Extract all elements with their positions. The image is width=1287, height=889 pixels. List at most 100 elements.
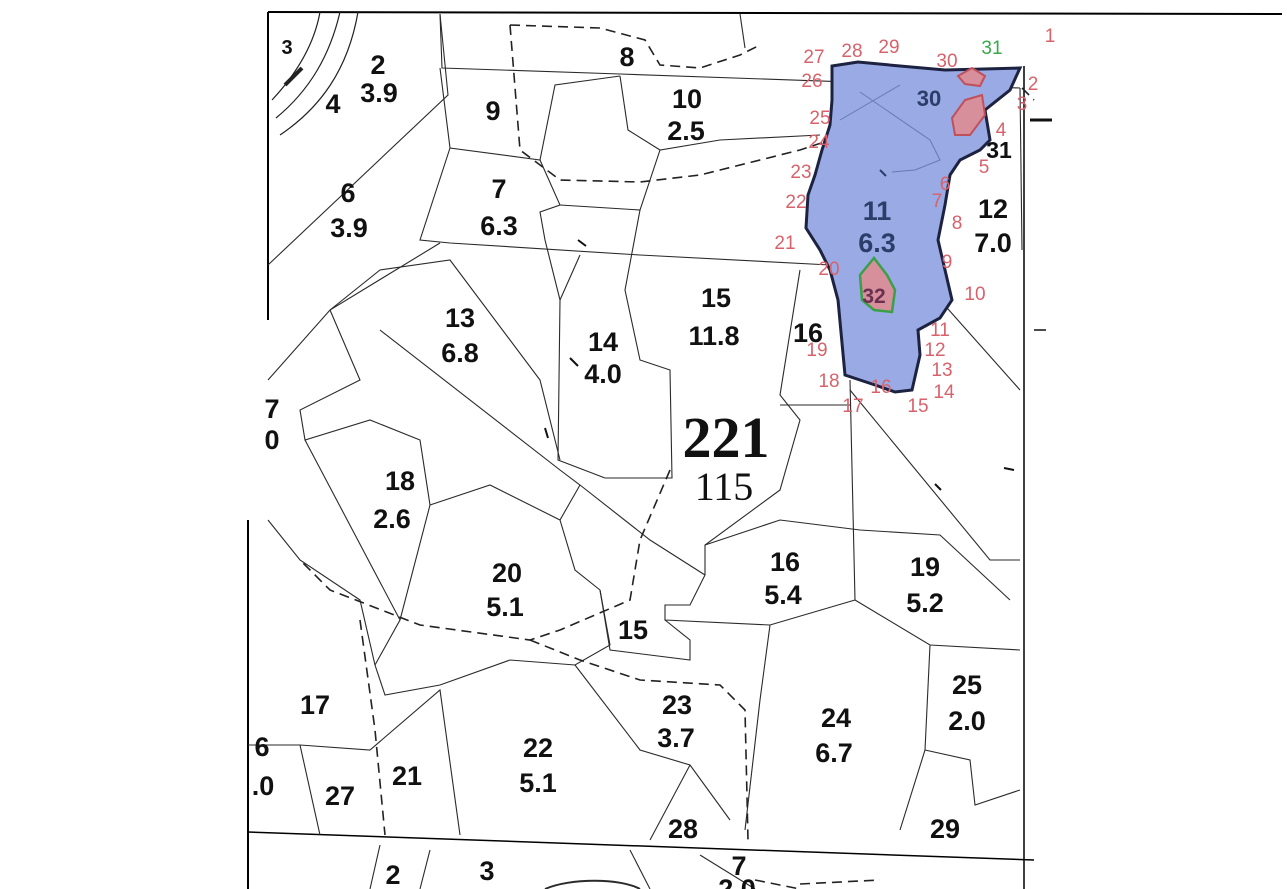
stand-boundary [544,239,606,479]
boundary-point-11: 11 [930,320,950,341]
stand-12-acres: 7.0 [974,228,1012,258]
boundary-point-1: 1 [1045,26,1056,47]
stand-16-number: 16 [793,318,823,348]
stand-18-number: 18 [385,466,415,496]
contour-lines [271,11,359,136]
tick-mark [1003,467,1015,471]
map-marks [544,118,1052,491]
boundary-point-27: 27 [803,47,824,68]
stand-2-number: 2 [370,50,385,80]
boundary-point-5: 5 [979,157,990,178]
stand-boundary [649,764,691,841]
harvest-inner-line [859,91,941,173]
edge-labels: 3 7 0 6 .0 2 3 7 2.0 [252,37,756,889]
stand-12-number: 12 [978,194,1008,224]
stand-boundary [704,519,1011,601]
stand-10-acres: 2.5 [667,116,705,146]
boundary-point-30: 30 [936,51,957,72]
stand-7-number: 7 [491,174,506,204]
edge-label-partial: 2.0 [718,874,756,889]
stand-boundary [559,254,581,301]
stand-boundary [429,484,581,521]
boundary-point-3: 3 [1017,94,1028,115]
stand-6-number: 6 [340,178,355,208]
stand-24-number: 24 [821,703,851,733]
stand-11-acres: 6.3 [858,228,896,258]
stand-8-number: 8 [619,42,634,72]
reserve-patch[interactable] [858,255,897,314]
stand-19-acres: 5.2 [906,588,944,618]
stand-boundary [419,849,431,889]
boundary-point-13: 13 [931,360,952,381]
dashed-road [1021,87,1035,101]
tick-mark [544,427,549,439]
edge-label-7: 7 [264,394,279,424]
boundary-point-2: 2 [1028,74,1039,95]
frame-top-line [267,11,1283,15]
boundary-point-31: 31 [981,38,1002,59]
stand-boundary [849,389,1020,561]
stand-9-number: 9 [485,96,500,126]
stand-boundaries [248,13,1023,889]
harvest-unit-polygon[interactable] [804,60,1023,394]
stand-16b-number: 16 [770,547,800,577]
stand-24-acres: 6.7 [815,738,853,768]
stand-19-number: 19 [910,552,940,582]
stand-boundary [599,589,691,661]
stand-boundary [619,75,821,151]
stand-31-number: 31 [986,137,1012,163]
stand-15b-number: 15 [618,615,648,645]
stand-boundary [329,259,561,461]
tick-mark [569,357,579,367]
stand-14-acres: 4.0 [584,359,622,389]
stand-32-number: 32 [862,285,885,308]
dashed-road [529,639,749,841]
stand-boundary [899,644,931,831]
compartment-label: 221 115 [683,405,770,509]
stand-boundary [739,13,746,49]
edge-label-0: 0 [264,425,279,455]
stand-boundary [629,849,651,889]
stand-boundary [379,329,706,576]
stand-boundary [439,67,621,161]
boundary-point-9: 9 [942,252,953,273]
stand-boundary [267,242,441,381]
stand-boundary [267,519,376,666]
boundary-point-26: 26 [801,71,822,92]
stand-boundary [304,439,401,621]
stand-17-number: 17 [300,690,330,720]
reserve-patch[interactable] [956,66,987,88]
stand-30-number: 30 [917,86,941,111]
stand-15-number: 15 [701,283,731,313]
stand-boundary [559,149,661,211]
stand-boundary [544,879,641,889]
boundary-point-12: 12 [924,340,945,361]
stand-boundary [419,147,831,266]
edge-label-7b: 7 [731,851,746,881]
stand-boundary [374,504,611,696]
contour-line [279,11,359,136]
boundary-point-7: 7 [932,191,943,212]
stand-23-acres: 3.7 [657,723,695,753]
stand-boundary [699,854,756,889]
contour-line [275,11,341,119]
dashed-road [799,879,881,885]
stand-6-acres: 3.9 [330,213,368,243]
boundary-point-15: 15 [907,396,928,417]
boundary-point-8: 8 [952,213,963,234]
stand-boundary [704,269,801,575]
dashed-road [754,879,801,889]
boundary-point-22: 22 [785,192,806,213]
edge-label-3: 3 [281,37,292,59]
stand-boundary [539,159,561,241]
stand-boundary [369,844,381,889]
stand-boundary [267,13,449,266]
stand-boundary [559,519,601,591]
boundary-point-24: 24 [808,132,830,153]
stand-29-number: 29 [930,814,960,844]
contour-line [271,11,321,101]
stand-11-number: 11 [863,196,892,226]
stand-2-acres: 3.9 [360,78,398,108]
reserve-patch[interactable] [950,93,987,136]
